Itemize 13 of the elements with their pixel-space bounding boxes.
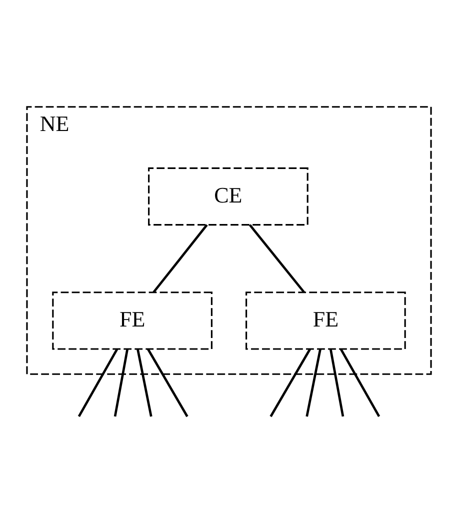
- connector: [152, 224, 208, 293]
- node-box: FE: [52, 291, 212, 350]
- connector: [306, 348, 322, 416]
- connector: [78, 348, 118, 417]
- connector: [114, 348, 129, 416]
- connector: [248, 224, 306, 293]
- connector: [270, 348, 312, 417]
- connector: [146, 348, 188, 417]
- connector: [340, 348, 380, 417]
- connector: [136, 348, 152, 416]
- node-box: CE: [148, 166, 308, 226]
- node-box: FE: [246, 291, 406, 350]
- connector: [329, 348, 344, 416]
